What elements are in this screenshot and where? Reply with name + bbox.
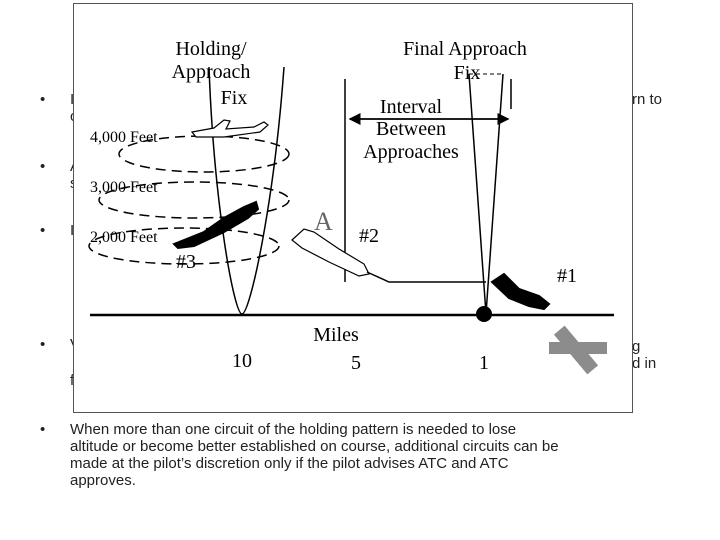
x-marker-icon xyxy=(549,325,607,375)
aircraft-4000-icon xyxy=(190,119,269,138)
aircraft-2-label: #2 xyxy=(359,225,379,247)
holding-oval-3000 xyxy=(98,181,290,219)
holding-fix-label-3: Fix xyxy=(221,87,248,109)
interval-label-3: Approaches xyxy=(363,141,459,163)
tick-label-1: 1 xyxy=(479,352,489,374)
bullet-1-end: rn to xyxy=(632,91,663,108)
bullet-dot: • xyxy=(40,336,46,353)
miles-axis-label: Miles xyxy=(313,324,359,346)
bullet-5-line-3: made at the pilot’s discretion only if t… xyxy=(70,455,509,472)
aircraft-a-label: A xyxy=(314,207,333,236)
aircraft-2-icon xyxy=(291,228,370,277)
bullet-5-line-2: altitude or become better established on… xyxy=(70,438,559,455)
aircraft-3-label: #3 xyxy=(176,251,196,273)
holding-oval-2000 xyxy=(88,227,280,265)
bullet-4-end-2: d in xyxy=(632,355,657,372)
aircraft-3-icon xyxy=(172,200,260,250)
altitude-label-2000: 2,000 Feet xyxy=(90,229,158,246)
diagram-canvas: Holding/ Approach Fix Final Approach Fix… xyxy=(88,38,614,375)
bullet-5-line-1: When more than one circuit of the holdin… xyxy=(70,421,517,438)
bullet-dot: • xyxy=(40,158,46,175)
holding-fix-label-1: Holding/ xyxy=(175,38,247,60)
bullet-dot: • xyxy=(40,421,46,438)
holding-fix-label-2: Approach xyxy=(172,61,251,83)
bullet-1-start: I xyxy=(70,91,670,108)
aircraft-1-icon xyxy=(490,272,551,311)
interval-label-2: Between xyxy=(376,118,446,140)
bullet-4-line3: f xyxy=(70,372,74,389)
final-approach-fix-dot xyxy=(476,306,492,322)
faf-label-2: Fix xyxy=(454,62,481,84)
approach-path xyxy=(366,271,486,283)
altitude-label-4000: 4,000 Feet xyxy=(90,129,158,146)
faf-label-1: Final Approach xyxy=(403,38,527,60)
tick-label-10: 10 xyxy=(232,350,252,372)
bullet-dot: • xyxy=(40,222,46,239)
aircraft-1-label: #1 xyxy=(557,265,577,287)
tick-label-5: 5 xyxy=(351,352,361,374)
bullet-3-start: I xyxy=(70,222,670,239)
holding-pattern-diagram: Holding/ Approach Fix Final Approach Fix… xyxy=(73,3,633,413)
bullet-dot: • xyxy=(40,91,46,108)
holding-oval-4000 xyxy=(118,135,290,173)
altitude-label-3000: 3,000 Feet xyxy=(90,179,158,196)
bullet-5-line-4: approves. xyxy=(70,472,136,489)
interval-label-1: Interval xyxy=(380,96,443,118)
bullet-4-end-1: g xyxy=(632,338,641,355)
